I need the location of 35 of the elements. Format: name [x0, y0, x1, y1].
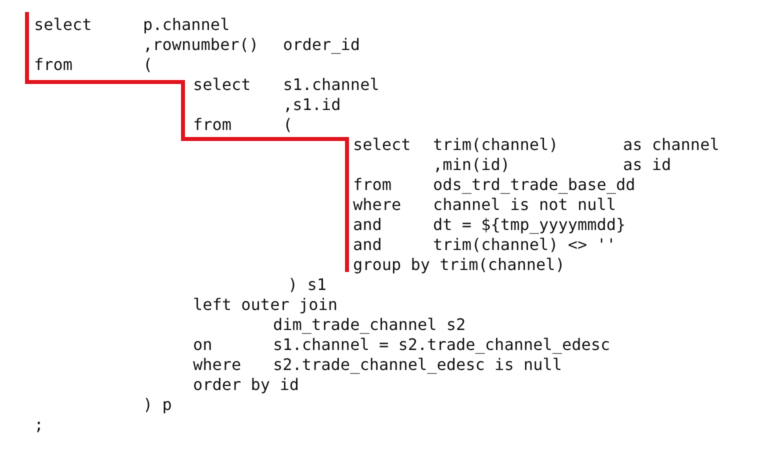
- sql-code: order_id: [283, 35, 360, 55]
- sql-keyword: from: [353, 175, 392, 195]
- sql-keyword: where: [193, 355, 242, 375]
- sql-keyword: where: [353, 195, 402, 215]
- sql-code: ;: [34, 415, 44, 435]
- sql-code: as id: [623, 155, 672, 175]
- sql-keyword: group by trim(channel): [353, 255, 565, 275]
- sql-code: dim_trade_channel s2: [273, 315, 466, 335]
- sql-code: (: [143, 55, 153, 75]
- sql-keyword: on: [193, 335, 212, 355]
- sql-keyword: order by id: [193, 375, 299, 395]
- sql-keyword: and: [353, 235, 382, 255]
- sql-code: s1.channel = s2.trade_channel_edesc: [273, 335, 610, 355]
- sql-code: as channel: [623, 135, 720, 155]
- sql-keyword: from: [34, 55, 73, 75]
- sql-code: p.channel: [143, 15, 230, 35]
- sql-code: ) p: [143, 395, 172, 415]
- sql-code: s2.trade_channel_edesc is null: [273, 355, 562, 375]
- sql-keyword: from: [193, 115, 232, 135]
- sql-code: ,s1.id: [283, 95, 341, 115]
- sql-code: ,rownumber(): [143, 35, 259, 55]
- sql-code: (: [283, 115, 293, 135]
- sql-code: channel is not null: [433, 195, 616, 215]
- sql-keyword: select: [353, 135, 411, 155]
- sql-code: ) s1: [288, 275, 327, 295]
- sql-keyword: and: [353, 215, 382, 235]
- sql-code: ods_trd_trade_base_dd: [433, 175, 636, 195]
- sql-keyword: left outer join: [193, 295, 338, 315]
- sql-keyword: select: [34, 15, 92, 35]
- sql-code: dt = ${tmp_yyyymmdd}: [433, 215, 626, 235]
- sql-code: trim(channel): [433, 135, 558, 155]
- sql-code: trim(channel) <> '': [433, 235, 616, 255]
- sql-code: ,min(id): [433, 155, 510, 175]
- sql-code: s1.channel: [283, 75, 380, 95]
- sql-keyword: select: [193, 75, 251, 95]
